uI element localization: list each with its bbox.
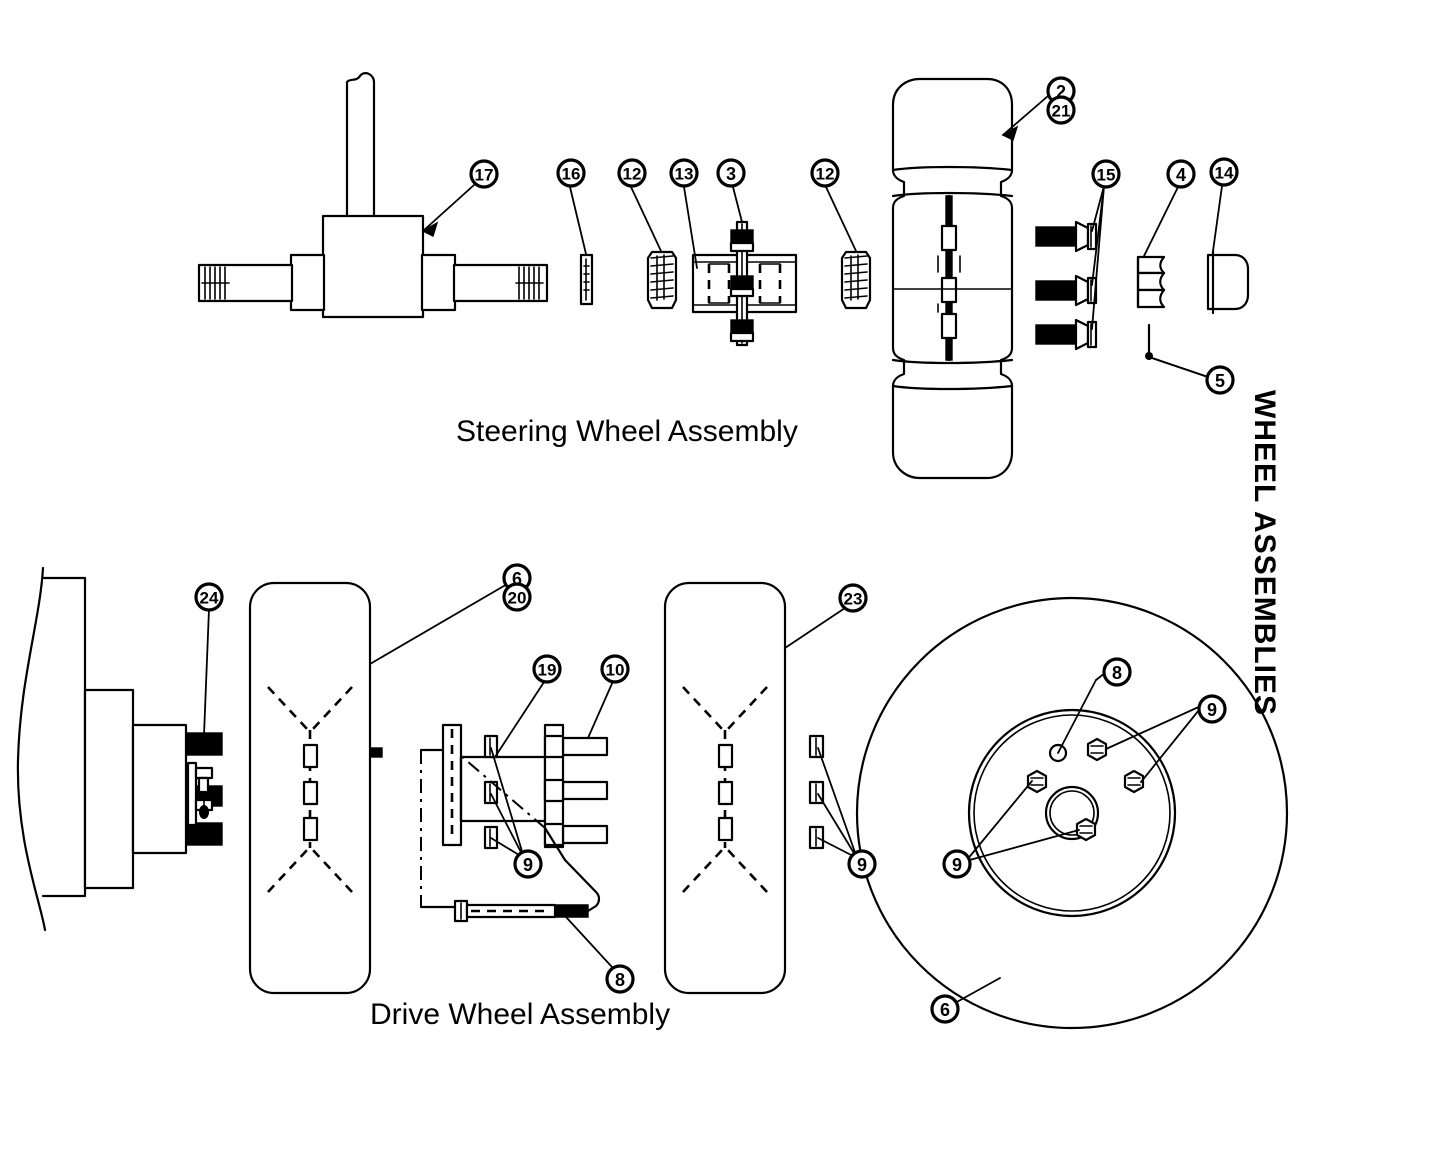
callout-circle: [556, 158, 586, 188]
part-drive-tire-23: [663, 581, 846, 995]
callout-number: 12: [623, 165, 642, 184]
part-valve-stem-15: [1035, 185, 1105, 351]
callout-bubble-19: 19: [532, 654, 562, 684]
callout-number: 19: [538, 661, 557, 680]
part-shim-16: [569, 186, 594, 306]
callout-bubble-15: 15: [1091, 159, 1121, 189]
callout-bubble-9: 9: [1197, 694, 1227, 724]
callout-number: 15: [1097, 166, 1116, 185]
callout-circle: [600, 654, 630, 684]
callout-number: 20: [508, 589, 527, 608]
callout-number: 9: [1207, 700, 1217, 720]
callout-bubble-21: 21: [1046, 95, 1076, 125]
part-hub-stack-24: [185, 608, 223, 846]
part-retaining-clip-4: [1136, 186, 1179, 309]
callout-circle: [1091, 159, 1121, 189]
callout-number: 4: [1176, 165, 1186, 185]
part-bushing-12b: [825, 186, 872, 310]
part-bushing-12a: [630, 186, 678, 310]
callout-bubble-12: 12: [810, 158, 840, 188]
callout-bubble-12: 12: [617, 158, 647, 188]
callout-bubble-20: 20: [502, 582, 532, 612]
callout-number: 12: [816, 165, 835, 184]
callout-bubble-14: 14: [1209, 157, 1239, 187]
lug-nut-group: [1026, 737, 1145, 842]
callout-number: 8: [1112, 663, 1122, 683]
callout-circle: [1197, 694, 1227, 724]
callout-number: 9: [523, 855, 533, 875]
callout-number: 10: [606, 661, 625, 680]
callout-bubble-5: 5: [1205, 365, 1235, 395]
callout-circle: [838, 583, 868, 613]
callout-circle: [669, 158, 699, 188]
callout-number: 6: [940, 1000, 950, 1020]
callout-circle: [1046, 95, 1076, 125]
callout-bubble-23: 23: [838, 583, 868, 613]
hub-nut-group-right: [808, 734, 858, 859]
callout-bubble-13: 13: [669, 158, 699, 188]
callout-bubble-9: 9: [513, 849, 543, 879]
callout-circle: [716, 158, 746, 188]
callout-circle: [469, 159, 499, 189]
callout-circle: [605, 964, 635, 994]
part-weight-block-14: [1206, 185, 1250, 315]
hub-nut-group-left: [483, 734, 499, 850]
steering-assembly-title: Steering Wheel Assembly: [456, 415, 798, 448]
callout-bubble-16: 16: [556, 158, 586, 188]
callout-circle: [194, 582, 224, 612]
callout-bubble-17: 17: [469, 159, 499, 189]
callout-circle: [1209, 157, 1239, 187]
callout-number: 8: [615, 970, 625, 990]
callout-circle: [617, 158, 647, 188]
callout-circle: [847, 849, 877, 879]
part-wheel-hub-19-10: [441, 678, 615, 859]
callout-bubble-24: 24: [194, 582, 224, 612]
callout-number: 21: [1052, 102, 1071, 121]
part-wheel-rim-face-6: [855, 596, 1289, 1030]
part-through-bolt-3: [729, 186, 755, 347]
callout-number: 17: [475, 166, 494, 185]
part-drive-tire-20: [248, 581, 510, 995]
callout-circle: [1102, 657, 1132, 687]
callout-circle: [942, 849, 972, 879]
callout-number: 16: [562, 165, 581, 184]
callout-number: 13: [675, 165, 694, 184]
callout-circle: [810, 158, 840, 188]
callout-bubble-6: 6: [930, 994, 960, 1024]
callout-circle: [513, 849, 543, 879]
callout-circle: [1205, 365, 1235, 395]
callout-bubble-9: 9: [847, 849, 877, 879]
sheet-title: WHEEL ASSEMBLIES: [1248, 390, 1281, 717]
callout-circle: [1166, 159, 1196, 189]
callout-number: 9: [857, 855, 867, 875]
callout-number: 5: [1215, 371, 1225, 391]
callout-number: 23: [844, 590, 863, 609]
part-cotter-pin-5: [1145, 323, 1209, 378]
callout-number: 3: [726, 164, 736, 184]
callout-bubble-8: 8: [605, 964, 635, 994]
callout-bubble-3: 3: [716, 158, 746, 188]
callout-bubble-4: 4: [1166, 159, 1196, 189]
drive-frame-transaxle: [16, 566, 188, 932]
drive-assembly-title: Drive Wheel Assembly: [370, 998, 671, 1031]
callout-bubble-10: 10: [600, 654, 630, 684]
callout-circle: [532, 654, 562, 684]
callout-number: 2: [1056, 82, 1066, 102]
callout-circle: [502, 582, 532, 612]
callout-bubble-9: 9: [942, 849, 972, 879]
callout-number: 9: [952, 855, 962, 875]
callout-number: 24: [200, 589, 219, 608]
callout-number: 6: [512, 569, 522, 589]
part-axle-bolt-8: [419, 748, 613, 968]
callout-circle: [930, 994, 960, 1024]
part-steering-tire-2-21: [891, 77, 1049, 480]
callout-number: 14: [1215, 164, 1234, 183]
steering-axle-assembly: [197, 72, 549, 319]
callout-bubble-8: 8: [1102, 657, 1132, 687]
